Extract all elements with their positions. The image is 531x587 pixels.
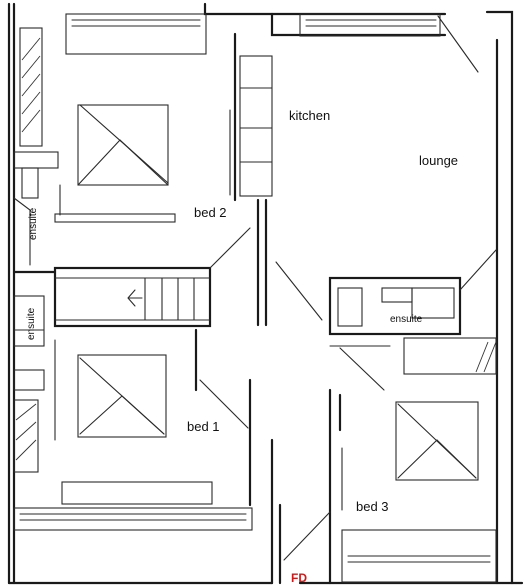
- ensuite-right: [328, 249, 497, 391]
- lounge-label: lounge: [419, 153, 459, 168]
- ensuite-bottom-label: ensuite: [26, 307, 37, 340]
- left-wall-hatch-top: [19, 27, 43, 147]
- window-top-left: [65, 13, 207, 55]
- ensuite-top-label: ensuite: [28, 207, 39, 240]
- window-top-right: [299, 13, 441, 37]
- door-swing-bed2: [209, 227, 251, 269]
- stairs: [12, 266, 212, 328]
- front-door: [270, 438, 282, 585]
- front-door-label: FD: [291, 571, 307, 585]
- outer-walls: [7, 2, 524, 585]
- bed-3-label: bed 3: [356, 499, 389, 514]
- window-diagonal-top: [437, 15, 479, 73]
- ensuite-mid-fixtures: [13, 295, 45, 391]
- kitchen-counter: [229, 32, 273, 202]
- bed-2-furniture: [54, 104, 176, 223]
- ensuite-right-label: ensuite: [390, 314, 423, 325]
- bed-2-label: bed 2: [194, 205, 227, 220]
- bed-3-furniture: [283, 388, 497, 585]
- left-wall-hatch-bottom: [13, 399, 39, 473]
- ensuite-top-fixtures: [13, 151, 59, 266]
- wardrobe-bed1: [13, 481, 253, 531]
- bed-1-label: bed 1: [187, 419, 220, 434]
- bed1-wall: [194, 198, 323, 507]
- bed-1-furniture: [54, 339, 167, 441]
- kitchen-label: kitchen: [289, 108, 331, 123]
